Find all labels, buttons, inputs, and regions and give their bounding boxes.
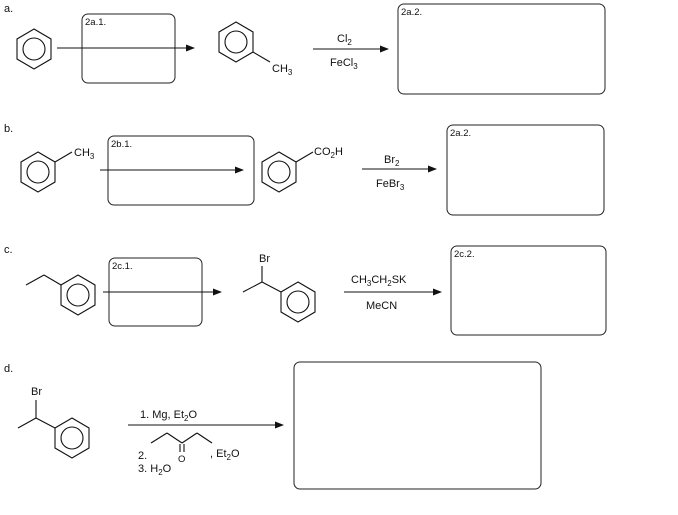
benzoic-acid-ring bbox=[261, 151, 314, 193]
ketone-oxygen-label: O bbox=[178, 454, 185, 465]
toluene-b-ch3-label: CH3 bbox=[74, 147, 95, 161]
section-b: b. CH3 2b.1. CO2H Br2 FeBr3 2a.2. bbox=[4, 123, 605, 216]
benzene-ring-a-start bbox=[16, 28, 52, 70]
section-letter-d: d. bbox=[4, 363, 13, 375]
answer-box-d[interactable] bbox=[293, 361, 542, 490]
butanone-structure bbox=[150, 432, 213, 452]
step2-number: 2. bbox=[138, 450, 147, 462]
step1-grignard: 1. Mg, Et2O bbox=[140, 409, 197, 423]
bromoethylbenzene-d bbox=[17, 400, 90, 459]
section-d: d. Br 1. Mg, Et2O 2. O , Et2O 3. H2O bbox=[4, 361, 542, 490]
answer-box-2a2-label: 2a.2. bbox=[401, 7, 422, 18]
toluene-ring-b-start bbox=[20, 151, 73, 193]
toluene-ring bbox=[218, 21, 271, 63]
answer-box-2a1-label: 2a.1. bbox=[85, 17, 106, 28]
reagent-br2: Br2 bbox=[384, 154, 400, 168]
step2-solvent: , Et2O bbox=[210, 448, 240, 462]
section-letter-b: b. bbox=[4, 123, 13, 135]
reagent-cl2: Cl2 bbox=[337, 33, 352, 47]
answer-box-2b2-label: 2a.2. bbox=[450, 128, 471, 139]
section-letter-c: c. bbox=[4, 244, 13, 256]
bromo-label-d: Br bbox=[31, 386, 42, 398]
reagent-mecn: MeCN bbox=[366, 300, 397, 312]
benzoic-acid-co2h-label: CO2H bbox=[314, 146, 343, 160]
answer-box-2c2-label: 2c.2. bbox=[454, 249, 475, 260]
ethylbenzene-ring bbox=[25, 274, 96, 316]
answer-box-2b1-label: 2b.1. bbox=[111, 139, 132, 150]
step3-acid-workup: 3. H2O bbox=[138, 463, 172, 477]
reagent-febr3: FeBr3 bbox=[376, 178, 405, 192]
answer-box-2c2[interactable] bbox=[450, 245, 607, 336]
section-c: c. 2c.1. Br CH3CH2SK MeCN 2c.2. bbox=[4, 244, 607, 336]
section-a: a. 2a.1. CH3 Cl2 FeCl3 2a.2. bbox=[4, 3, 606, 95]
bromo-label-c: Br bbox=[259, 253, 270, 265]
section-letter-a: a. bbox=[4, 3, 13, 15]
answer-box-2c1-label: 2c.1. bbox=[112, 261, 133, 272]
bromoethylbenzene-c bbox=[242, 266, 316, 323]
toluene-ch3-label: CH3 bbox=[272, 63, 293, 77]
answer-box-2a2[interactable] bbox=[397, 3, 606, 95]
answer-box-2b2[interactable] bbox=[446, 124, 605, 216]
reagent-ethanethiolate: CH3CH2SK bbox=[351, 274, 407, 288]
reagent-fecl3: FeCl3 bbox=[330, 57, 358, 71]
